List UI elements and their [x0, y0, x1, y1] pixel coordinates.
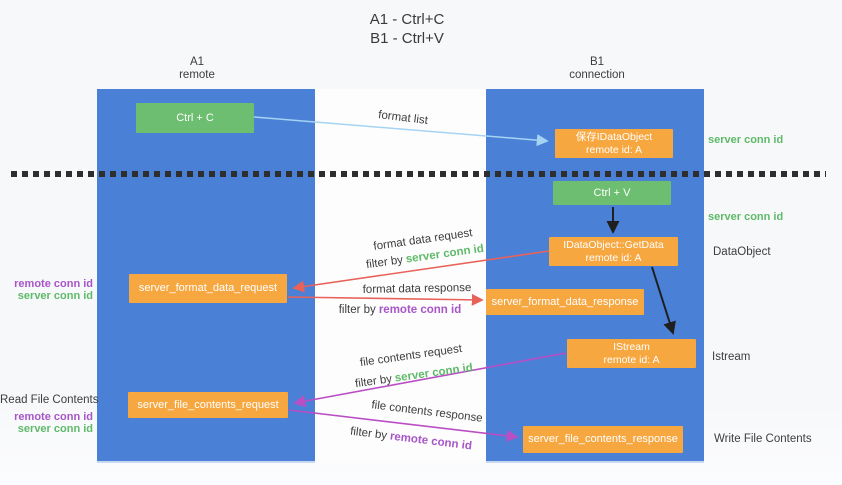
node-ctrl-c: Ctrl + C — [136, 103, 254, 133]
node-ctrl-v-label: Ctrl + V — [593, 186, 631, 199]
node-ctrl-c-label: Ctrl + C — [176, 111, 214, 124]
node-server-format-data-response-label: server_format_data_response — [491, 295, 639, 308]
node-ctrl-v: Ctrl + V — [553, 181, 671, 205]
session-divider-dotted-line — [11, 171, 826, 177]
node-server-format-data-response: server_format_data_response — [486, 289, 644, 315]
node-server-format-data-request-label: server_format_data_request — [138, 282, 278, 294]
lifeline-a1-name: A1 — [189, 56, 205, 68]
annotation-server-conn-id-mid: server conn id — [708, 211, 784, 223]
title-line-2: B1 - Ctrl+V — [370, 30, 444, 47]
node-server-file-contents-request: server_file_contents_request — [128, 392, 288, 418]
annotation-server-conn-id-left-top: server conn id — [17, 289, 93, 302]
annotation-remote-conn-id-bottom: remote conn id — [14, 411, 93, 423]
annotation-remote-conn-id-top: remote conn id — [14, 278, 93, 290]
node-idataobject-getdata-line1: IDataObject::GetData — [563, 238, 664, 251]
node-idataobject-getdata-line2: remote id: A — [585, 251, 642, 264]
annotation-left-conn-ids-top: remote conn id server conn id — [0, 278, 93, 302]
annotation-write-file-contents: Write File Contents — [714, 433, 812, 445]
annotation-istream: Istream — [712, 351, 751, 363]
annotation-server-conn-id-left-bottom: server conn id — [17, 422, 93, 435]
node-save-idataobject-line2: remote id: A — [585, 143, 643, 156]
node-save-idataobject-line1: 保存IDataObject — [575, 130, 653, 143]
remote-conn-id-text: remote conn id — [378, 304, 462, 316]
annotation-server-conn-id-top: server conn id — [708, 134, 784, 146]
filter-by-text: filter by — [338, 304, 376, 316]
lifeline-header-a1: A1 remote — [179, 56, 215, 82]
diagram-title: A1 - Ctrl+C B1 - Ctrl+V — [370, 10, 445, 48]
node-idataobject-getdata: IDataObject::GetData remote id: A — [549, 237, 678, 266]
node-server-file-contents-response: server_file_contents_response — [523, 426, 683, 453]
annotation-dataobject: DataObject — [713, 246, 771, 258]
annotation-left-conn-ids-bottom: remote conn id server conn id — [0, 411, 93, 435]
node-istream-line1: IStream — [613, 340, 650, 353]
lifeline-header-b1: B1 connection — [569, 56, 625, 82]
node-server-file-contents-response-label: server_file_contents_response — [528, 433, 678, 445]
lifeline-b1-role: connection — [569, 69, 625, 81]
node-istream-line2: remote id: A — [603, 353, 660, 366]
edge-label-format-data-response: format data response — [362, 282, 472, 296]
node-server-format-data-request: server_format_data_request — [129, 274, 287, 303]
lifeline-b1-name: B1 — [589, 56, 605, 68]
node-save-idataobject: 保存IDataObject remote id: A — [555, 129, 673, 158]
node-server-file-contents-request-label: server_file_contents_request — [137, 398, 279, 411]
annotation-read-file-contents: Read File Contents — [0, 394, 99, 406]
title-line-1: A1 - Ctrl+C — [369, 11, 445, 28]
node-istream: IStream remote id: A — [567, 339, 696, 368]
lifeline-a1-role: remote — [179, 69, 215, 81]
